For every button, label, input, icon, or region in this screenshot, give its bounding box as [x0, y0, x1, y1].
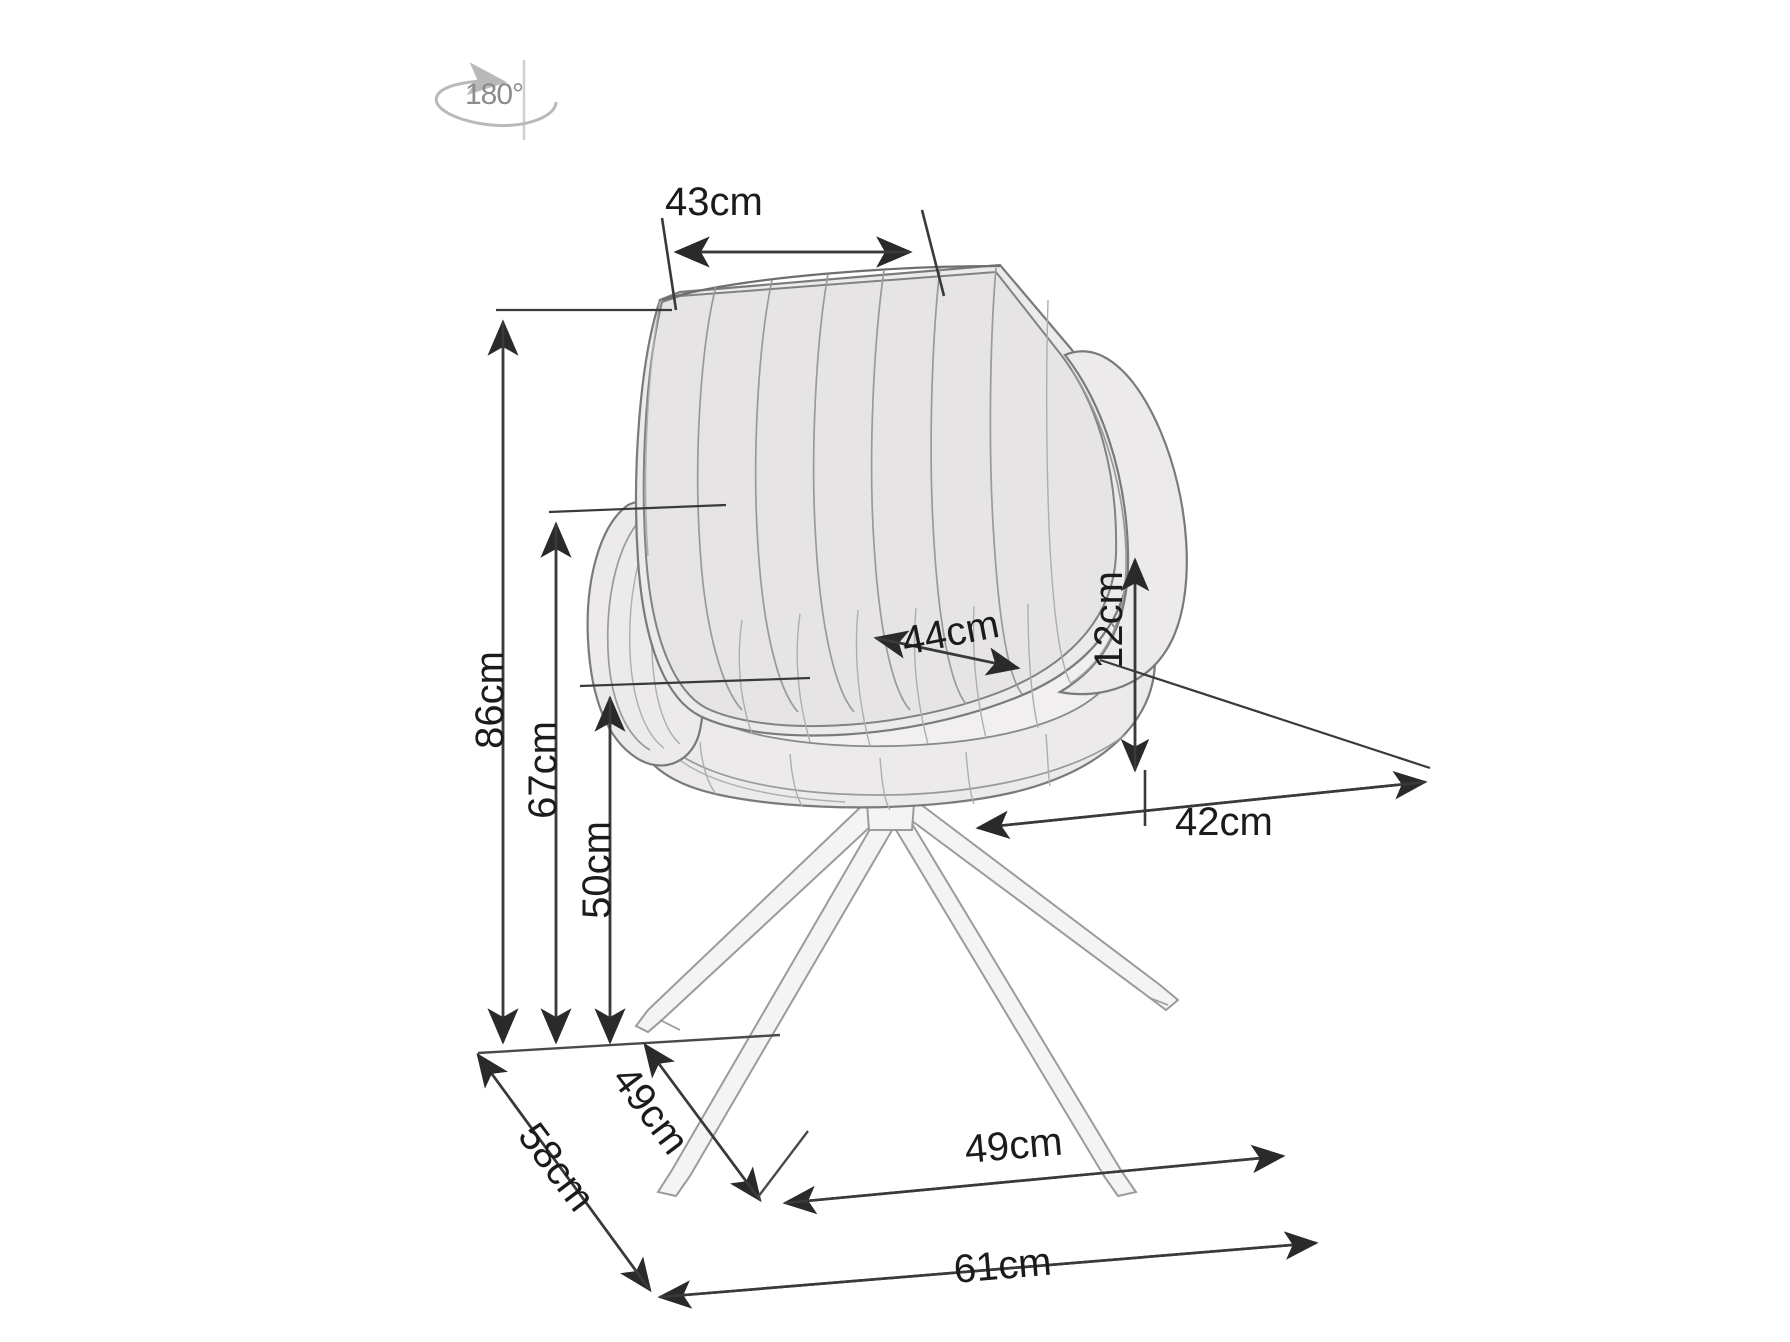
dimension-label-58cm: 58cm [509, 1115, 603, 1220]
dimension-label-49cm-depth: 49cm [603, 1058, 697, 1163]
dimension-armrest-height: 67cm [521, 503, 727, 1045]
dimension-total-height: 86cm [468, 308, 672, 1045]
dimension-label-42cm: 42cm [1175, 800, 1273, 844]
backrest-channel-stitching [644, 267, 1071, 713]
footprint-plane: 49cm 58cm 49cm 61cm [476, 1033, 1319, 1309]
dimension-backrest-width: 43cm [660, 180, 946, 311]
dimension-cushion-thickness: 12cm [1087, 557, 1150, 773]
dimension-seat-height: 50cm [575, 676, 811, 1045]
dimension-label-12cm: 12cm [1087, 571, 1131, 669]
dimension-seat-depth: 44cm [873, 602, 1021, 676]
dimension-label-43cm: 43cm [665, 180, 763, 224]
dimension-label-44cm: 44cm [898, 602, 1002, 664]
dimension-seat-width: 42cm [975, 658, 1431, 844]
dimension-label-49cm-width: 49cm [963, 1120, 1064, 1172]
dimension-label-61cm: 61cm [952, 1240, 1053, 1292]
dimension-label-67cm: 67cm [521, 721, 565, 819]
dimension-label-50cm: 50cm [575, 821, 619, 919]
rotation-badge-label: 180° [465, 78, 523, 111]
rotation-badge: 180° [434, 60, 558, 140]
dimension-label-86cm: 86cm [468, 651, 512, 749]
